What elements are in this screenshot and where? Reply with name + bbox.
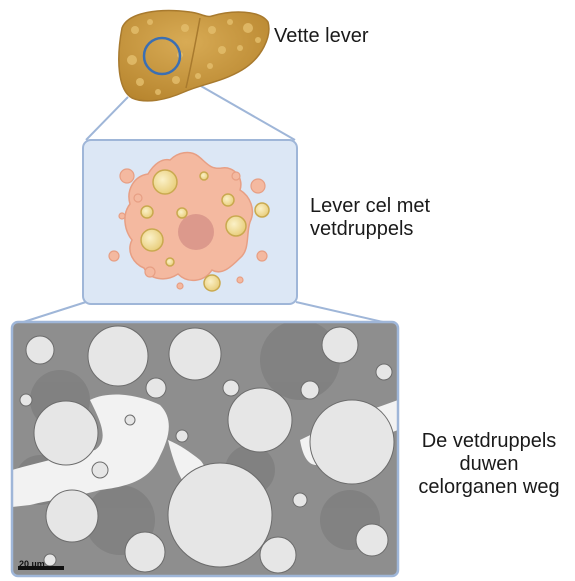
nucleus <box>178 214 214 250</box>
scale-bar <box>18 566 64 570</box>
liver-cell-label: Lever cel met vetdruppels <box>310 195 430 241</box>
liver-cell-label-line2: vetdruppels <box>310 218 414 240</box>
micrograph-panel <box>10 320 400 578</box>
micro-lipid-droplets <box>19 325 395 574</box>
micrograph-label-line3: celorganen weg <box>418 476 560 498</box>
liver-cell-label-line1: Lever cel met <box>310 195 431 217</box>
scale-bar-label: 20 µm <box>19 559 45 569</box>
micrograph-label-line2: duwen <box>459 453 519 475</box>
lipid-droplets <box>140 169 270 292</box>
micrograph-label: De vetdruppels duwen celorganen weg <box>404 430 574 499</box>
fatty-liver-label: Vette lever <box>274 25 369 47</box>
liver-cell-panel <box>82 139 298 305</box>
fatty-liver-illustration <box>118 9 270 102</box>
highlight-circle <box>142 36 182 76</box>
micrograph-label-line1: De vetdruppels <box>421 430 557 452</box>
